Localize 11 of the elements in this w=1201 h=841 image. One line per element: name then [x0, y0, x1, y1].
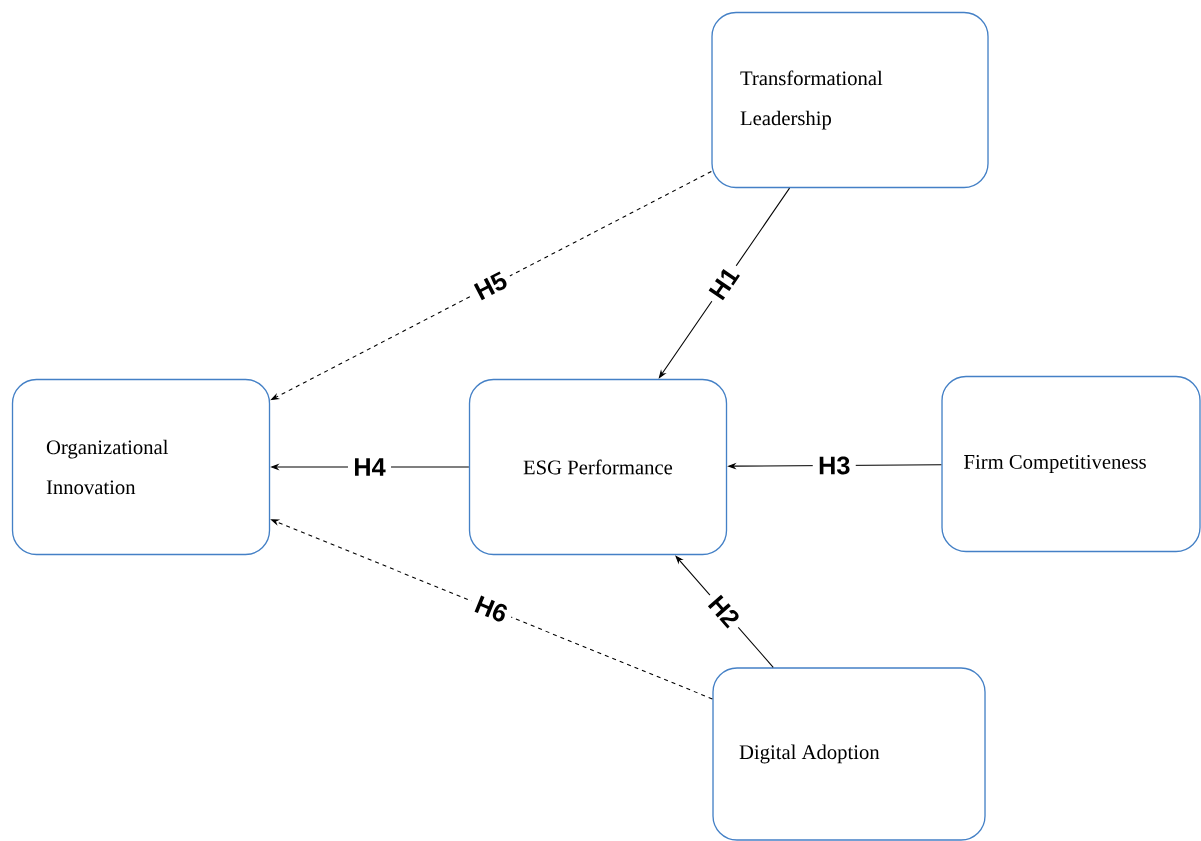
- edge-label: H1: [700, 257, 748, 310]
- process-box: Transformational Leadership: [711, 11, 989, 189]
- edge-label: H4: [348, 452, 392, 482]
- edge-label: H3: [812, 451, 856, 480]
- process-box: ESG Performance: [468, 378, 728, 556]
- edge-label: H5: [465, 263, 517, 309]
- process-box: Digital Adoption: [712, 667, 986, 841]
- process-box: Firm Competitiveness: [941, 375, 1201, 553]
- edge-label: H6: [465, 587, 517, 631]
- process-box: Organizational Innovation: [11, 378, 271, 556]
- edge-label: H2: [699, 585, 749, 637]
